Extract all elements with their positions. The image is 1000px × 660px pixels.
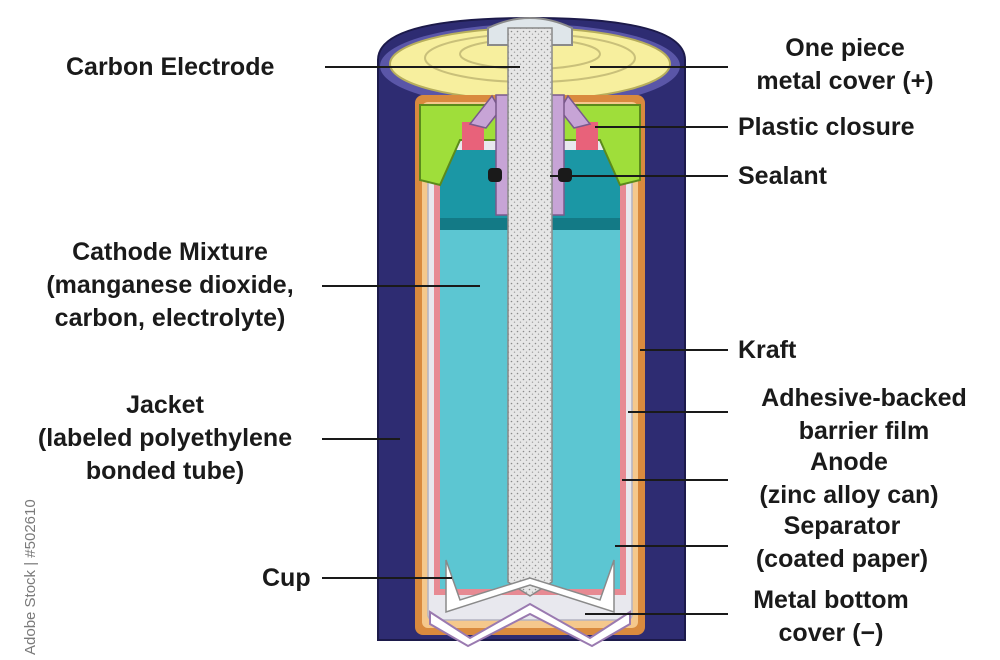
leader-lines — [322, 66, 728, 615]
carbon-electrode-rod — [507, 27, 553, 597]
label-anode: Anode (zinc alloy can) — [759, 448, 939, 509]
label-kraft: Kraft — [738, 336, 797, 364]
cup — [445, 559, 615, 614]
label-jacket: Jacket (labeled polyethylene bonded tube… — [37, 391, 293, 485]
label-cup: Cup — [262, 564, 311, 592]
label-plastic-closure: Plastic closure — [738, 113, 915, 141]
label-barrier-film: Adhesive-backed barrier film — [761, 384, 967, 445]
label-metal-cover: One piece metal cover (+) — [756, 34, 934, 95]
label-separator: Separator (coated paper) — [755, 512, 929, 573]
sealant — [488, 168, 502, 182]
label-carbon-electrode: Carbon Electrode — [66, 53, 275, 81]
metal-bottom-cover — [429, 602, 631, 648]
label-metal-bottom: Metal bottom cover (−) — [753, 586, 909, 647]
label-sealant: Sealant — [738, 162, 827, 190]
label-cathode-mixture: Cathode Mixture (manganese dioxide, carb… — [46, 238, 294, 332]
stock-watermark: Adobe Stock | #502610 — [22, 499, 39, 655]
